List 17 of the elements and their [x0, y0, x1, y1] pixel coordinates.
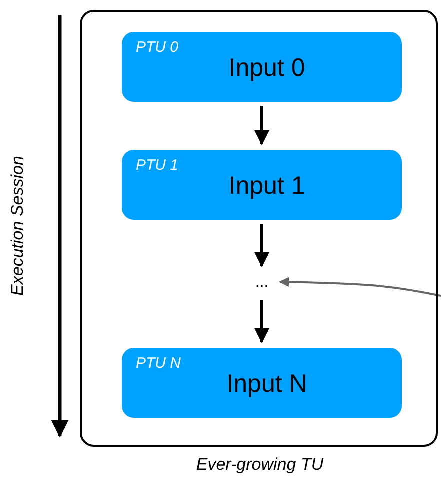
axis-label: Execution Session	[8, 156, 28, 296]
arrow	[279, 277, 441, 297]
input-label: Input 1	[228, 172, 306, 201]
unit-tag: PTU N	[136, 355, 181, 372]
input-label: Input 0	[228, 54, 306, 83]
input-box	[122, 150, 402, 220]
input-box	[122, 348, 402, 418]
arrow	[254, 300, 270, 344]
container-box	[80, 10, 438, 447]
input-box	[122, 32, 402, 102]
unit-tag: PTU 1	[136, 157, 179, 174]
input-label: Input N	[226, 370, 308, 399]
arrow	[254, 106, 270, 146]
unit-tag: PTU 0	[136, 39, 179, 56]
arrow	[254, 224, 270, 268]
caption: Ever-growing TU	[195, 455, 325, 475]
ellipsis-text: ...	[246, 272, 278, 296]
